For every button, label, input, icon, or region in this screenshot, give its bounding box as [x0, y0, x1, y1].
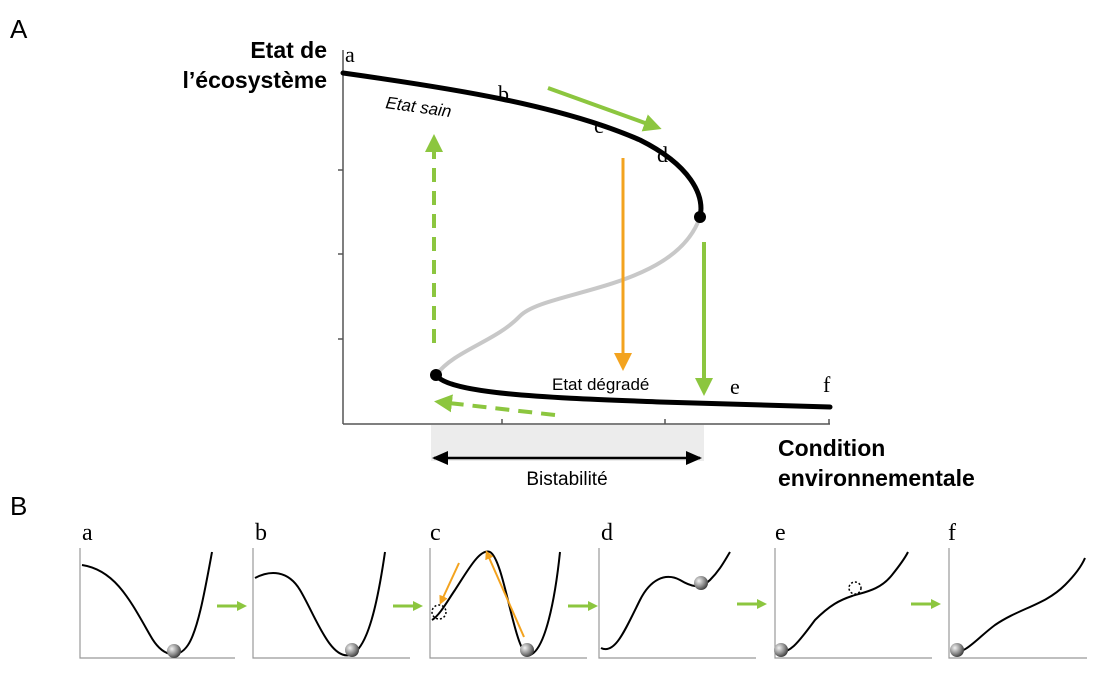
frame-e-marble — [774, 643, 788, 657]
frame-b-marble — [345, 643, 359, 657]
panel-a-letter: A — [10, 14, 28, 44]
frame-f-potential-curve — [950, 557, 1086, 654]
frame-e-axes — [774, 548, 932, 659]
upper-branch-label: Etat sain — [384, 93, 452, 121]
upper-stable-branch — [340, 70, 704, 220]
frame-d-potential-curve — [600, 551, 731, 651]
green-dashed-arrow-back — [434, 394, 556, 417]
bistability-label: Bistabilité — [526, 469, 607, 490]
frame-c-orange-arrow-up — [485, 550, 525, 638]
frame-a-axes — [79, 548, 235, 659]
point-label-a: a — [345, 42, 355, 67]
landscape-frame-d: d — [598, 520, 756, 659]
y-axis-label-line2: l’écosystème — [183, 67, 327, 93]
frame-label-a: a — [82, 520, 93, 546]
frame-b-axes — [252, 548, 410, 659]
bistability-band — [431, 425, 704, 461]
landscape-frame-c: c — [429, 520, 587, 659]
frame-label-f: f — [948, 520, 956, 546]
x-axis-label-line2: environnementale — [778, 465, 975, 491]
landscape-frame-f: f — [948, 520, 1087, 659]
landscape-frame-a: a — [79, 520, 235, 659]
frame-a-potential-curve — [81, 551, 213, 656]
frame-label-c: c — [430, 520, 441, 546]
frame-c-marble — [520, 643, 534, 657]
frame-b-potential-curve — [254, 551, 386, 657]
lower-stable-branch — [433, 372, 833, 410]
landscape-frame-e: e — [774, 520, 932, 659]
frame-label-d: d — [601, 520, 613, 546]
point-label-f: f — [823, 372, 831, 397]
y-axis-label-line1: Etat de — [250, 37, 327, 63]
panel-a-axes — [338, 50, 830, 425]
frame-d-marble — [694, 576, 708, 590]
point-label-d: d — [657, 142, 668, 167]
x-axis-label-line1: Condition — [778, 435, 885, 461]
frame-c-dashed-marble — [431, 604, 447, 620]
point-label-c: c — [594, 113, 604, 138]
unstable-branch — [434, 216, 702, 377]
green-arrow-along-upper — [547, 86, 662, 132]
lower-branch-label: Etat dégradé — [552, 375, 649, 394]
frame-f-marble — [950, 643, 964, 657]
upper-tipping-point — [694, 211, 706, 223]
frame-e-dashed-marble — [848, 581, 862, 595]
panel-b-letter: B — [10, 491, 27, 521]
frame-f-axes — [948, 548, 1087, 659]
frame-label-e: e — [775, 520, 786, 546]
frame-c-orange-arrow-down — [439, 562, 460, 605]
frame-e-potential-curve — [776, 551, 909, 654]
point-label-e: e — [730, 374, 740, 399]
frame-c-potential-curve — [431, 550, 561, 656]
frame-a-marble — [167, 644, 181, 658]
frame-d-axes — [598, 548, 756, 659]
frame-label-b: b — [255, 520, 267, 546]
point-label-b: b — [498, 81, 509, 106]
lower-tipping-point — [430, 369, 442, 381]
landscape-frame-b: b — [252, 520, 410, 659]
frame-c-axes — [429, 548, 587, 659]
